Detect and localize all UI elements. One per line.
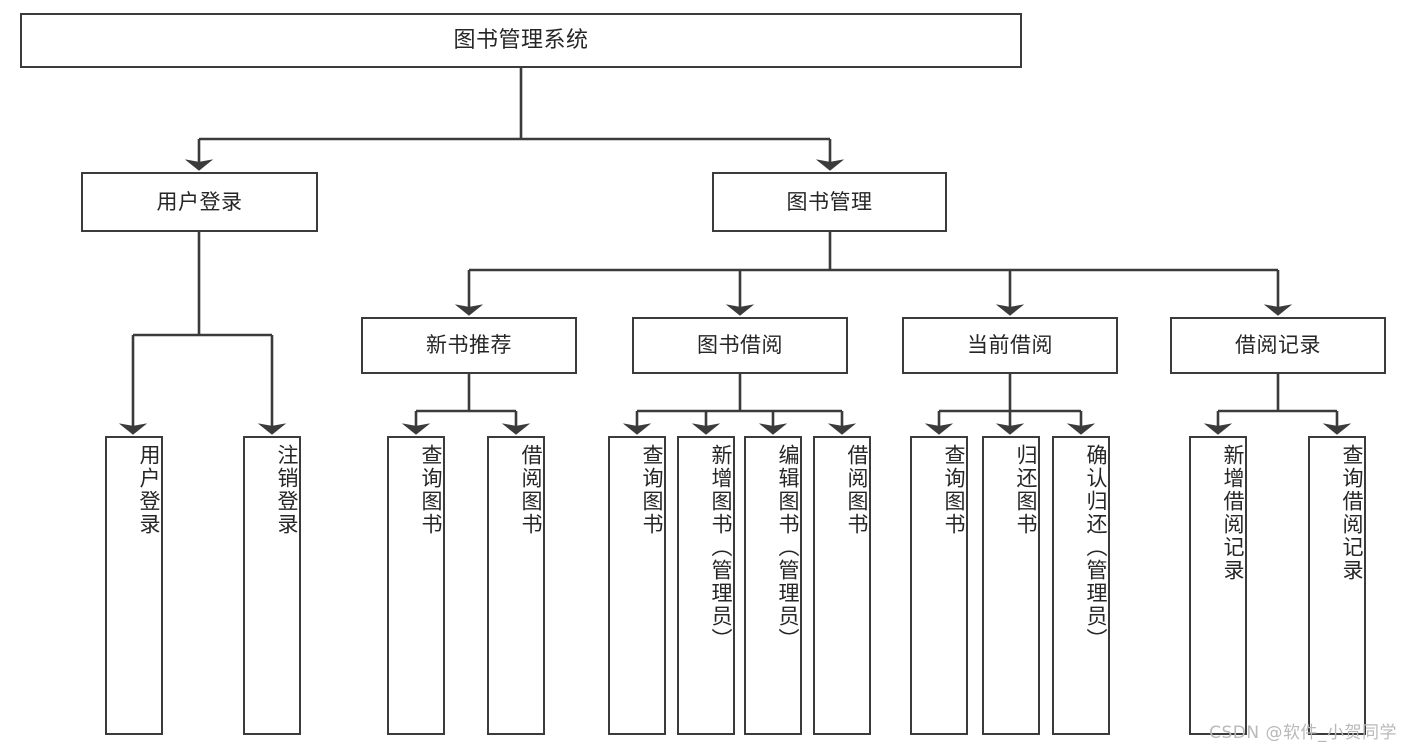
node-label: 用户登录 xyxy=(156,189,243,214)
leaf-query-book-recommend: 查询图书 xyxy=(387,436,445,735)
node-label: 新增借阅记录 xyxy=(1221,444,1245,582)
node-label: 查询借阅记录 xyxy=(1340,444,1364,582)
leaf-query-book-borrow: 查询图书 xyxy=(608,436,666,735)
node-book-borrow: 图书借阅 xyxy=(632,317,848,374)
node-label: 归还图书 xyxy=(1014,444,1038,536)
node-label: 用户登录 xyxy=(137,444,161,536)
node-label: 借阅图书 xyxy=(845,444,869,536)
leaf-user-login: 用户登录 xyxy=(105,436,163,735)
node-label: 编辑图书（管理员） xyxy=(776,444,800,651)
node-book-management: 图书管理 xyxy=(712,172,947,232)
leaf-return-book: 归还图书 xyxy=(982,436,1040,735)
node-label: 借阅记录 xyxy=(1235,333,1321,358)
node-label: 图书管理 xyxy=(786,189,873,214)
node-label: 图书借阅 xyxy=(697,333,783,358)
node-borrow-record: 借阅记录 xyxy=(1170,317,1386,374)
node-label: 借阅图书 xyxy=(519,444,543,536)
leaf-confirm-return-admin: 确认归还（管理员） xyxy=(1052,436,1110,735)
leaf-borrow-book: 借阅图书 xyxy=(813,436,871,735)
node-label: 查询图书 xyxy=(419,444,443,536)
node-label: 当前借阅 xyxy=(967,333,1053,358)
leaf-borrow-book-recommend: 借阅图书 xyxy=(487,436,545,735)
node-new-book-recommend: 新书推荐 xyxy=(361,317,577,374)
leaf-query-borrow-record: 查询借阅记录 xyxy=(1308,436,1366,735)
node-label: 注销登录 xyxy=(275,444,299,536)
leaf-logout: 注销登录 xyxy=(243,436,301,735)
node-label: 新增图书（管理员） xyxy=(709,444,733,651)
watermark: CSDN @软件_小贺同学 xyxy=(1209,723,1397,743)
node-label: 确认归还（管理员） xyxy=(1084,444,1108,651)
node-label: 新书推荐 xyxy=(426,333,512,358)
leaf-add-borrow-record: 新增借阅记录 xyxy=(1189,436,1247,735)
node-current-borrow: 当前借阅 xyxy=(902,317,1118,374)
node-user-login: 用户登录 xyxy=(81,172,318,232)
leaf-add-book-admin: 新增图书（管理员） xyxy=(677,436,735,735)
leaf-edit-book-admin: 编辑图书（管理员） xyxy=(744,436,802,735)
leaf-query-book-current: 查询图书 xyxy=(910,436,968,735)
node-label: 图书管理系统 xyxy=(453,27,589,53)
node-root: 图书管理系统 xyxy=(20,13,1022,68)
node-label: 查询图书 xyxy=(942,444,966,536)
node-label: 查询图书 xyxy=(640,444,664,536)
